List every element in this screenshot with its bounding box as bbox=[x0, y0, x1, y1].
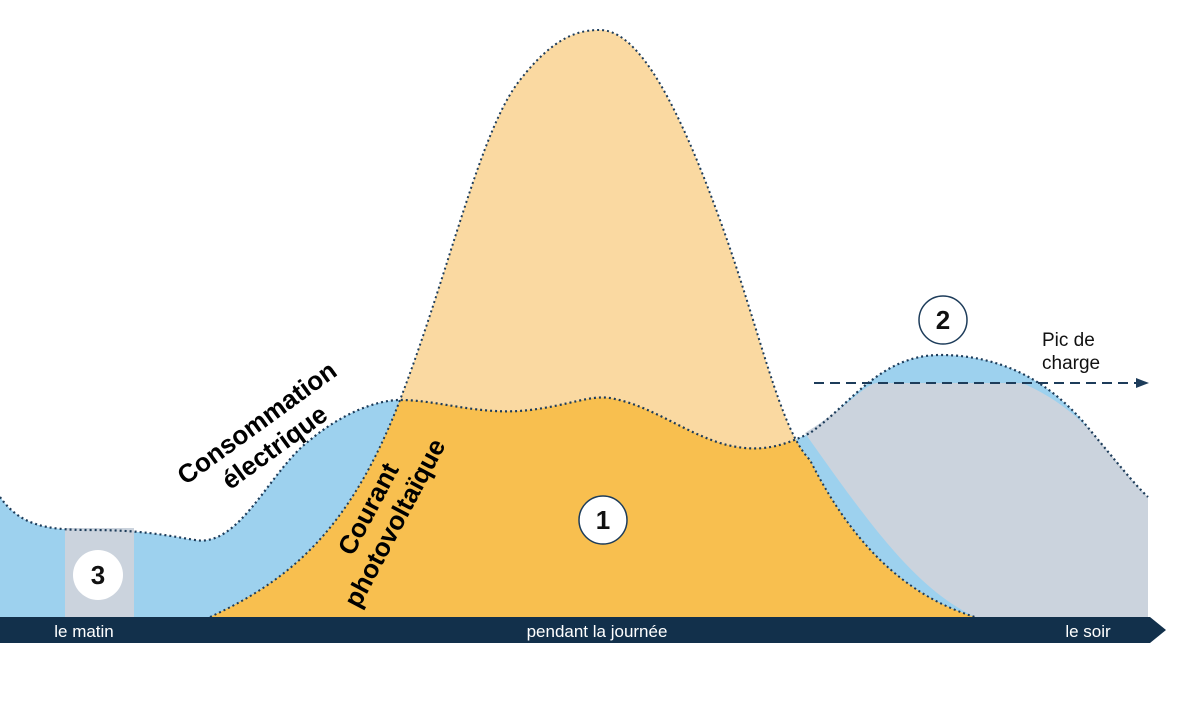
marker-3: 3 bbox=[73, 550, 123, 600]
peak-label-line1: Pic de bbox=[1042, 330, 1095, 351]
marker-1-number: 1 bbox=[596, 505, 610, 535]
peak-label-line2: charge bbox=[1042, 353, 1100, 374]
evening-grid-area bbox=[805, 383, 1148, 617]
consumption-curve bbox=[0, 353, 1149, 542]
self-consumption-area bbox=[210, 355, 975, 617]
axis-label-morning: le matin bbox=[54, 622, 114, 641]
marker-2-number: 2 bbox=[936, 305, 950, 335]
marker-1: 1 bbox=[578, 495, 628, 545]
peak-load-arrowhead bbox=[1136, 378, 1149, 388]
axis-label-evening: le soir bbox=[1065, 622, 1111, 641]
time-axis-bar bbox=[0, 617, 1166, 643]
axis-label-day: pendant la journée bbox=[527, 622, 668, 641]
marker-3-number: 3 bbox=[91, 560, 105, 590]
marker-2: 2 bbox=[918, 295, 968, 345]
